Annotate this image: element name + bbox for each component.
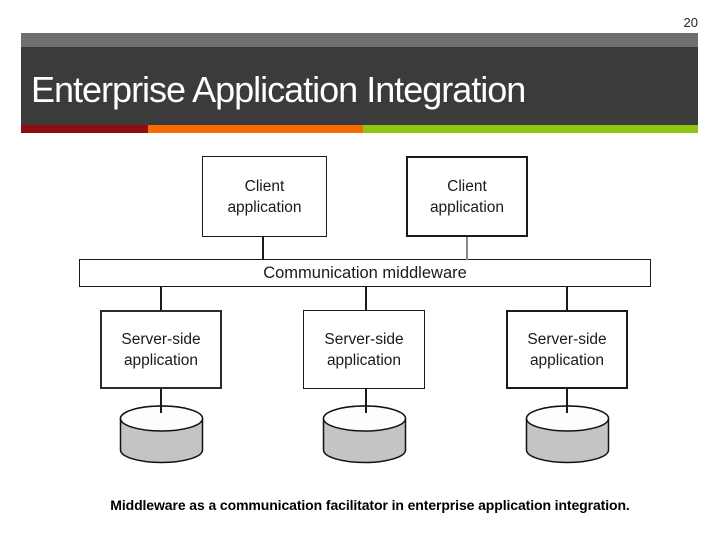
server-side-application-box-left: Server-side application <box>100 310 222 389</box>
connector-server-left-to-database <box>160 389 162 413</box>
title-band: Enterprise Application Integration <box>21 47 698 125</box>
database-cylinder-icon <box>525 405 610 464</box>
connector-server-right-to-database <box>566 389 568 413</box>
connector-client-left-to-middleware <box>262 237 264 260</box>
slide-page-number: 20 <box>683 15 698 30</box>
connector-client-right-to-middleware <box>466 237 468 260</box>
connector-middleware-to-server-middle <box>365 287 367 310</box>
accent-bar-red <box>21 125 148 133</box>
client-application-box-right: Client application <box>406 156 528 237</box>
communication-middleware-bar: Communication middleware <box>79 259 651 287</box>
connector-middleware-to-server-right <box>566 287 568 310</box>
accent-bar-green <box>363 125 698 133</box>
database-cylinder-icon <box>322 405 407 464</box>
accent-bar-orange <box>148 125 363 133</box>
client-application-box-left: Client application <box>202 156 327 237</box>
slide-title: Enterprise Application Integration <box>31 68 526 110</box>
header-gray-bar <box>21 33 698 47</box>
database-cylinder-icon <box>119 405 204 464</box>
server-side-application-box-right: Server-side application <box>506 310 628 389</box>
connector-server-middle-to-database <box>365 389 367 413</box>
figure-caption: Middleware as a communication facilitato… <box>110 497 630 513</box>
connector-middleware-to-server-left <box>160 287 162 310</box>
server-side-application-box-middle: Server-side application <box>303 310 425 389</box>
